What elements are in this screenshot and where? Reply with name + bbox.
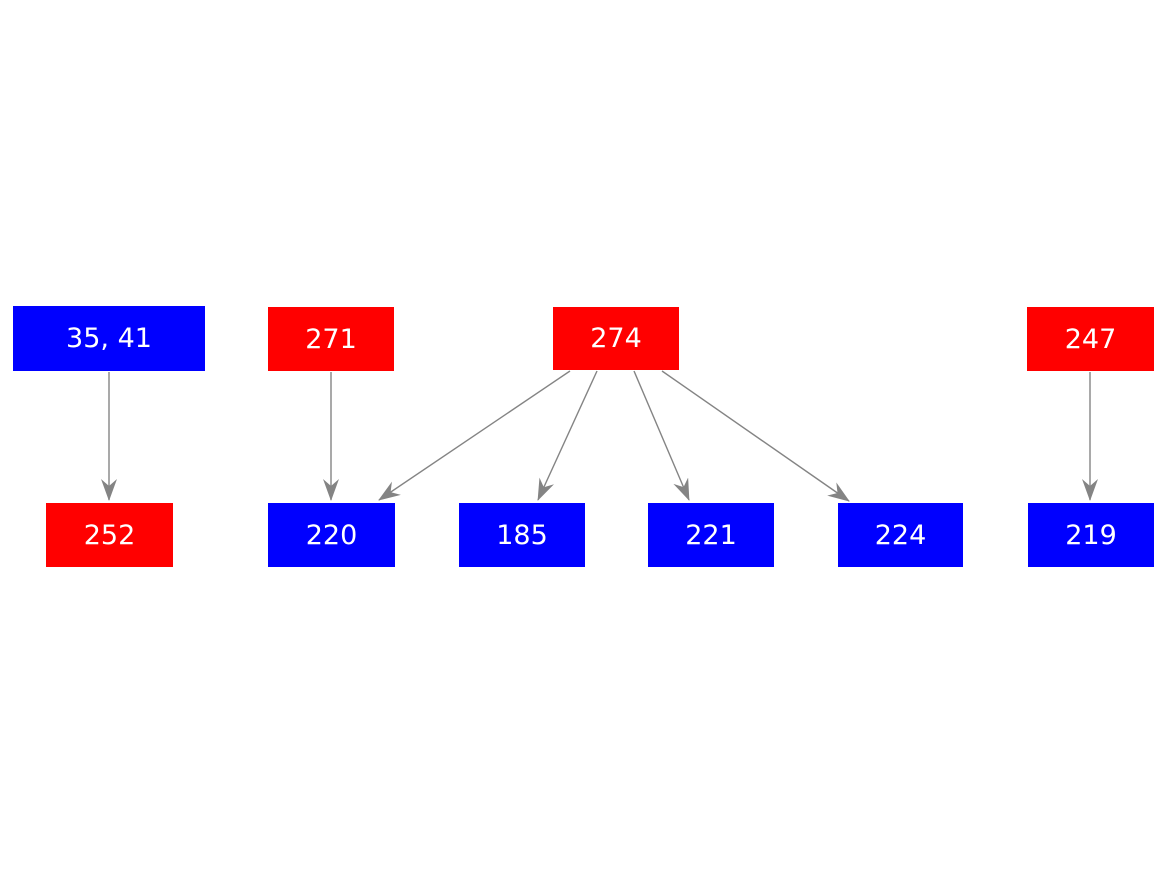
graph-node-221: 221	[648, 503, 774, 567]
edge-274-to-185	[537, 370, 598, 501]
edge-274-to-224	[661, 370, 850, 502]
graph-node-219: 219	[1028, 503, 1154, 567]
edge-274-to-221	[633, 370, 690, 501]
graph-node-35_41: 35, 41	[13, 306, 205, 371]
graph-node-185: 185	[459, 503, 585, 567]
graph-node-220: 220	[268, 503, 395, 567]
graph-node-271: 271	[268, 307, 394, 371]
graph-node-274: 274	[553, 307, 679, 370]
graph-node-252: 252	[46, 503, 173, 567]
graph-node-247: 247	[1027, 307, 1154, 371]
edge-274-to-220	[378, 370, 571, 501]
edges-group	[101, 370, 1098, 502]
graph-node-224: 224	[838, 503, 963, 567]
